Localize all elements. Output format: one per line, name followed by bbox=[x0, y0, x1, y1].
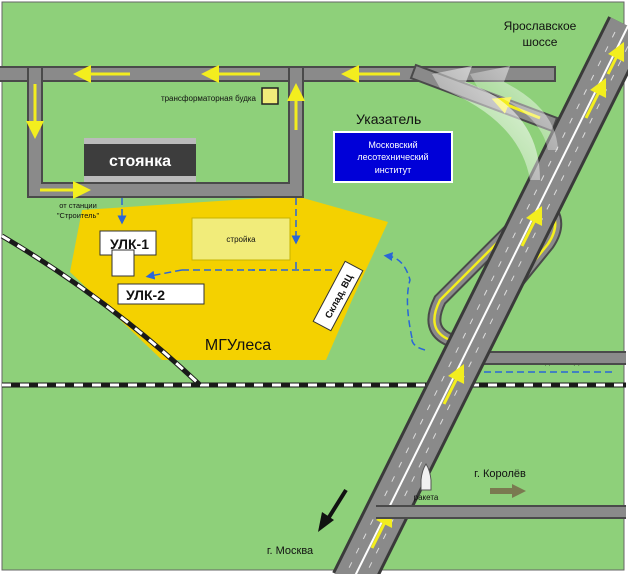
parking-stripes bbox=[84, 138, 196, 182]
parking-label: стоянка bbox=[109, 153, 171, 170]
highway-name-line2: шоссе bbox=[523, 35, 558, 49]
institute-sign-line1: Московский bbox=[368, 140, 417, 150]
rocket-icon bbox=[420, 463, 432, 491]
highway-arrows-yellow bbox=[370, 41, 625, 549]
ulk1-building bbox=[99, 230, 157, 277]
arrow-right-icon bbox=[490, 484, 526, 498]
arrow-down-left-icon bbox=[318, 488, 348, 532]
campus-name: МГУлеса bbox=[205, 337, 271, 354]
walking-paths bbox=[117, 198, 612, 377]
pointer-arrows bbox=[432, 66, 558, 180]
yaroslavskoe-highway bbox=[332, 16, 628, 574]
ulk2-building bbox=[117, 283, 205, 305]
parking-lot bbox=[84, 138, 196, 182]
railway bbox=[0, 233, 626, 388]
institute-sign bbox=[333, 131, 453, 183]
construction-site bbox=[191, 217, 291, 261]
from-station-line2: "Строитель" bbox=[57, 211, 100, 220]
construction-label: стройка bbox=[226, 235, 256, 244]
highway-name-line1: Ярославское bbox=[504, 19, 577, 33]
ulk2-label: УЛК-2 bbox=[126, 287, 165, 303]
institute-sign-line2: лесотехнический bbox=[357, 152, 428, 162]
institute-sign-line3: институт bbox=[375, 165, 412, 175]
korolev-label: г. Королёв bbox=[474, 468, 526, 480]
transformer-label: трансформаторная будка bbox=[161, 94, 257, 103]
transformer-booth bbox=[261, 87, 279, 105]
moscow-label: г. Москва bbox=[267, 545, 314, 557]
ulk1-label: УЛК-1 bbox=[110, 236, 149, 252]
from-station-line1: от станции bbox=[59, 201, 97, 210]
pointer-label: Указатель bbox=[356, 111, 421, 127]
rocket-label: ракета bbox=[414, 493, 439, 502]
